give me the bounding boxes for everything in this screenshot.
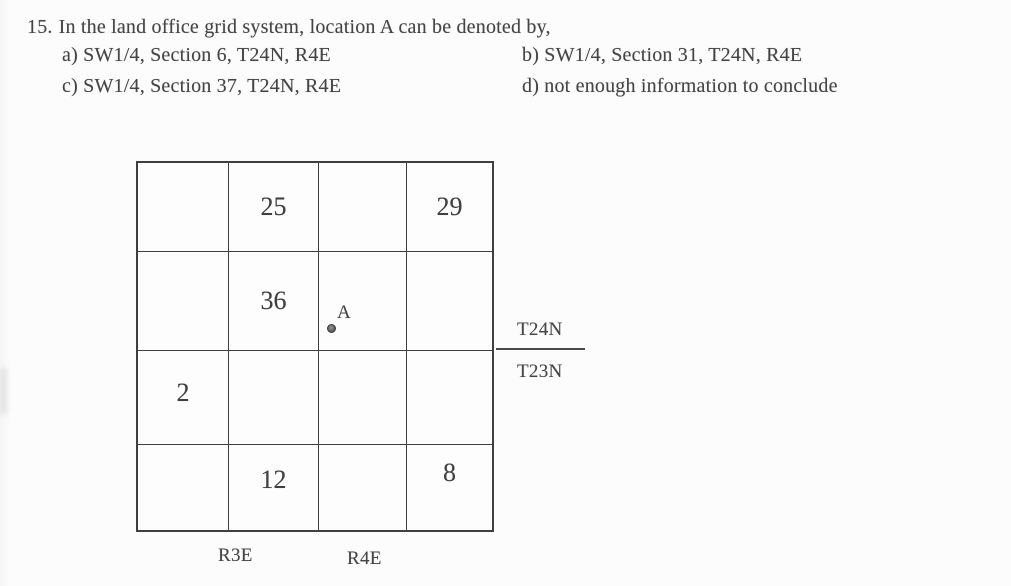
range-label-r3e: R3E <box>218 545 253 566</box>
grid-cell-r1c1 <box>138 163 229 252</box>
grid-cell-r1c3 <box>319 163 407 252</box>
grid-cell-r2c1 <box>138 252 229 351</box>
question-text: In the land office grid system, location… <box>58 16 551 38</box>
option-a: a) SW1/4, Section 6, T24N, R4E <box>62 44 331 66</box>
grid-cell-r2c3 <box>319 252 407 351</box>
grid-cell-r1c4: 29 <box>407 163 492 252</box>
range-label-r4e: R4E <box>347 548 382 569</box>
grid-cell-r3c4 <box>407 351 492 445</box>
location-a-label: A <box>337 302 351 323</box>
township-label-t24n: T24N <box>517 319 563 340</box>
question-number: 15. <box>27 16 53 38</box>
option-b: b) SW1/4, Section 31, T24N, R4E <box>522 44 803 66</box>
township-divider-line <box>496 348 585 350</box>
grid-cell-r4c2: 12 <box>229 445 319 530</box>
grid-cell-r4c1 <box>138 445 229 530</box>
grid-cell-r2c4 <box>407 252 492 351</box>
grid-cell-r4c4: 8 <box>443 457 456 487</box>
scan-artifact <box>0 368 7 414</box>
grid-cell-r2c2: 36 <box>229 252 319 351</box>
grid-cell-r3c1: 2 <box>138 351 229 445</box>
option-c: c) SW1/4, Section 37, T24N, R4E <box>62 75 342 97</box>
grid-cell-r3c3 <box>319 351 407 445</box>
section-grid: 25 29 36 2 12 8 <box>136 161 494 532</box>
grid-cell-r4c3 <box>319 445 407 530</box>
question-line: 15.In the land office grid system, locat… <box>27 16 551 39</box>
grid-cell-r1c2: 25 <box>229 163 319 252</box>
location-a-dot <box>327 324 336 333</box>
option-d: d) not enough information to conclude <box>522 75 838 97</box>
township-label-t23n: T23N <box>517 361 563 382</box>
grid-cell-r3c2 <box>229 351 319 445</box>
